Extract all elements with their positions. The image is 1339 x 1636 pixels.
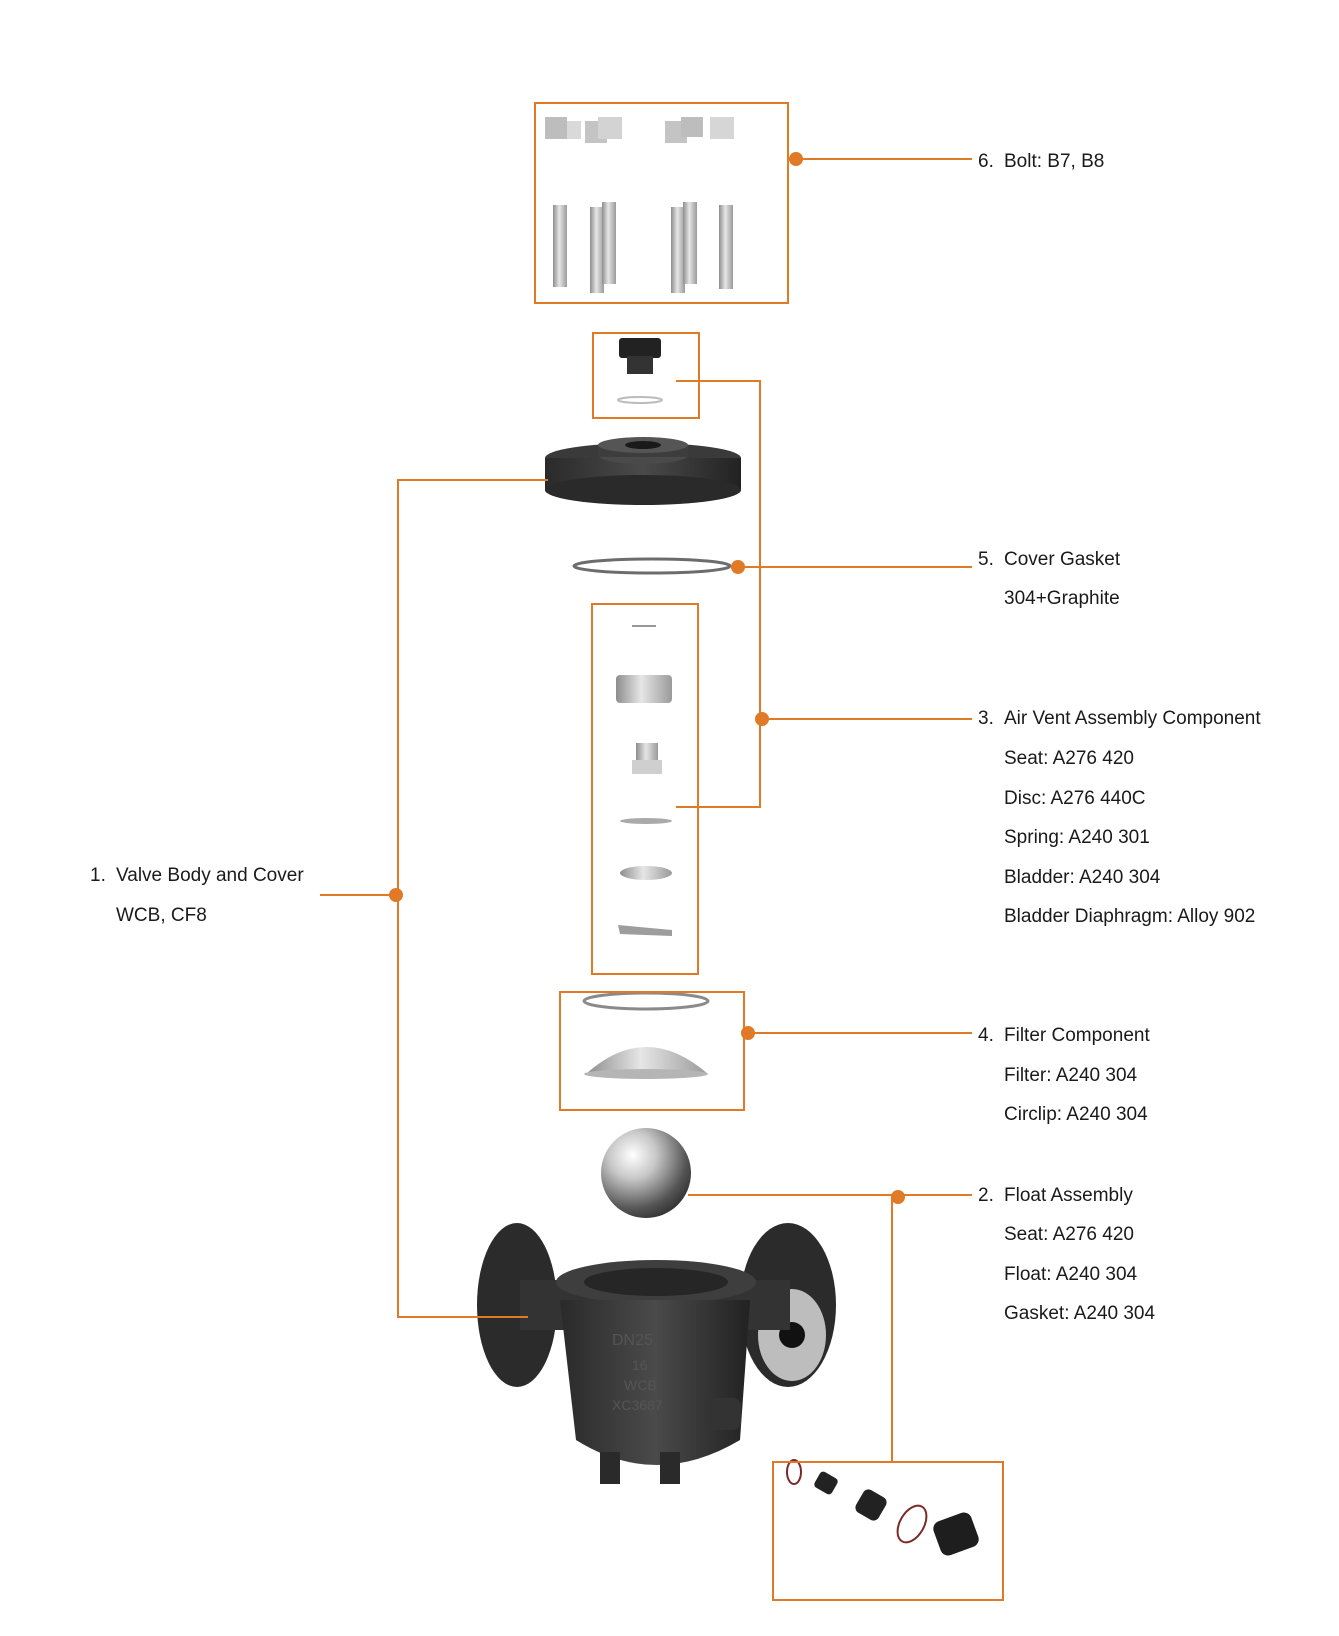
- float-label: 2. Float Assembly: [978, 1186, 1133, 1206]
- gasket-material: 304+Graphite: [1004, 588, 1120, 609]
- filter-label-title: Filter Component: [1004, 1025, 1150, 1046]
- bolts-illustration: [545, 117, 734, 293]
- air-vent-parts-illustration: [616, 625, 672, 936]
- casting-mark-pn: 16: [632, 1357, 648, 1373]
- cover-flange-illustration: [545, 437, 741, 505]
- casting-mark-serial: XC3687: [612, 1397, 663, 1413]
- float-dot: [891, 1190, 905, 1204]
- bolt-label: 6. Bolt: B7, B8: [978, 152, 1104, 172]
- callout-dots: [389, 152, 905, 1204]
- bolt-label-title: Bolt: B7, B8: [1004, 151, 1105, 172]
- airvent-label-title: Air Vent Assembly Component: [1004, 708, 1261, 729]
- airvent-line-spring: Spring: A240 301: [1004, 827, 1150, 848]
- gasket-dot: [731, 560, 745, 574]
- filter-parts-illustration: [582, 991, 710, 1079]
- bolt-dot: [789, 152, 803, 166]
- cover-gasket-illustration: [572, 557, 732, 575]
- gasket-label-number: 5.: [978, 549, 994, 570]
- filter-callout-box: [559, 991, 745, 1111]
- bolt-callout-box: [534, 102, 789, 304]
- airvent-line-seat: Seat: A276 420: [1004, 748, 1134, 769]
- bolt-label-number: 6.: [978, 151, 994, 172]
- float-line-gasket: Gasket: A240 304: [1004, 1303, 1156, 1324]
- airvent-line-bladder: Bladder: A240 304: [1004, 867, 1161, 888]
- casting-mark-dn: DN25: [612, 1332, 653, 1349]
- filter-dot: [741, 1026, 755, 1040]
- float-ball-illustration: [601, 1128, 691, 1218]
- airvent-line-disc: Disc: A276 440C: [1004, 788, 1146, 809]
- body-label-title: Valve Body and Cover: [116, 865, 304, 886]
- filter-label-number: 4.: [978, 1025, 994, 1046]
- drain-fittings-illustration: [786, 1459, 979, 1556]
- filter-line-filter: Filter: A240 304: [1004, 1065, 1138, 1086]
- casting-mark-material: WCB: [624, 1377, 657, 1393]
- filter-label: 4. Filter Component: [978, 1026, 1150, 1046]
- plug-callout-box: [592, 332, 700, 419]
- filter-line-circlip: Circlip: A240 304: [1004, 1104, 1148, 1125]
- airvent-label-number: 3.: [978, 708, 994, 729]
- valve-body-illustration: DN25 16 WCB XC3687: [477, 1223, 836, 1484]
- body-material: WCB, CF8: [116, 905, 207, 926]
- airvent-callout-box: [591, 603, 699, 975]
- body-dot: [389, 888, 403, 902]
- airvent-line-diaphragm: Bladder Diaphragm: Alloy 902: [1004, 906, 1256, 927]
- drain-callout-box: [772, 1461, 1004, 1601]
- float-line-float: Float: A240 304: [1004, 1264, 1138, 1285]
- float-label-number: 2.: [978, 1185, 994, 1206]
- gasket-label-title: Cover Gasket: [1004, 549, 1121, 570]
- airvent-label: 3. Air Vent Assembly Component: [978, 709, 1261, 729]
- gasket-label: 5. Cover Gasket: [978, 550, 1120, 570]
- vent-plug-illustration: [617, 338, 663, 404]
- body-label: 1. Valve Body and Cover: [90, 866, 304, 886]
- airvent-dot: [755, 712, 769, 726]
- body-label-number: 1.: [90, 865, 106, 886]
- float-label-title: Float Assembly: [1004, 1185, 1133, 1206]
- float-line-seat: Seat: A276 420: [1004, 1224, 1134, 1245]
